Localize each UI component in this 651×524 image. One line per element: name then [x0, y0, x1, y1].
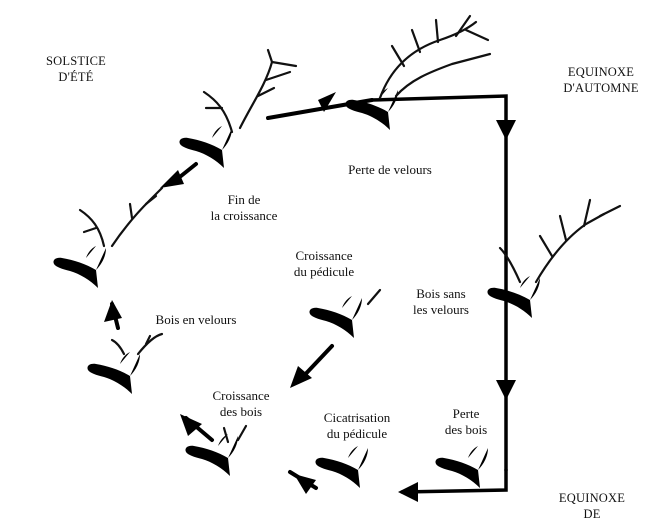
antler-velvet-small [110, 332, 164, 356]
antler-velvet-loss [378, 14, 492, 100]
arrowhead-5 [160, 170, 184, 188]
label-antler-growth: Croissance des bois [212, 388, 270, 419]
path-top-right [370, 94, 508, 472]
arrowhead-6 [104, 300, 122, 322]
arrowhead-4 [398, 482, 418, 502]
arrowhead-2 [496, 120, 516, 140]
label-end-growth: Fin de la croissance [210, 192, 278, 223]
deer-antler-loss [435, 446, 488, 488]
label-summer-solstice: SOLSTICE D'ÉTÉ [46, 54, 106, 84]
arrowhead-8 [294, 474, 316, 494]
arrowhead-7 [180, 414, 202, 436]
label-bare-antlers: Bois sans les velours [413, 286, 469, 317]
deer-velvet-antlers-small [87, 352, 140, 394]
deer-pedicle-healing [315, 446, 368, 488]
arrowhead-9 [290, 366, 312, 388]
path-bottom-right [400, 468, 508, 494]
antler-velvet-top [78, 186, 164, 248]
antler-bare [498, 198, 622, 284]
deer-end-growth [179, 126, 232, 168]
antler-end-growth [202, 48, 298, 134]
deer-bare-antlers [487, 276, 540, 318]
arrowhead-1 [318, 92, 336, 112]
label-velvet-loss: Perte de velours [348, 162, 432, 177]
arrowhead-3 [496, 380, 516, 400]
antler-pedicle-stub [366, 288, 382, 306]
label-spring-equinox: EQUINOXE DE PRINTEMPS [557, 491, 627, 524]
deer-velvet-antlers-top [53, 246, 106, 288]
deer-velvet-loss [345, 88, 398, 130]
label-velvet-antlers: Bois en velours [155, 312, 237, 327]
label-pedicle-healing: Cicatrisation du pédicule [323, 410, 391, 441]
label-pedicle-growth: Croissance du pédicule [293, 248, 355, 279]
antler-growth-buds [222, 424, 248, 444]
arrowheads [104, 92, 516, 502]
deer-pedicle-growth [309, 296, 362, 338]
label-autumn-equinox: EQUINOXE D'AUTOMNE [563, 65, 639, 95]
label-antler-loss: Perte des bois [444, 406, 488, 437]
